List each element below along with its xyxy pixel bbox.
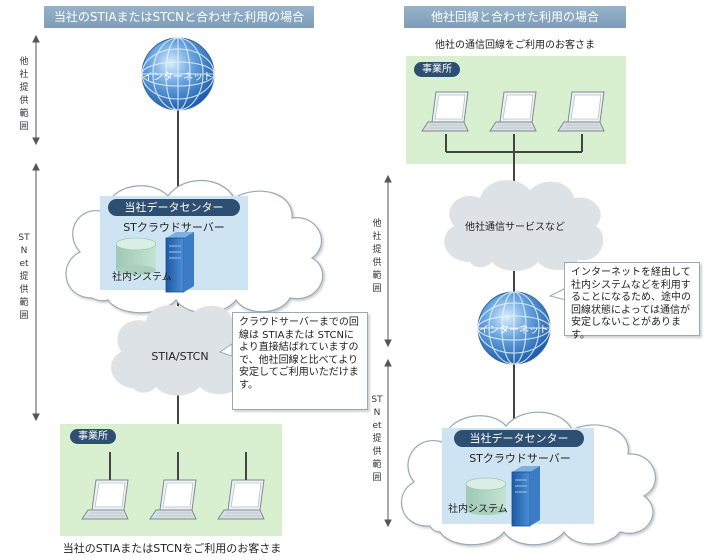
left-server — [165, 232, 194, 293]
left-datacenter-label: 当社データセンター — [108, 199, 240, 216]
left-caption: 当社のSTIAまたはSTCNをご利用のお客さま — [62, 542, 282, 555]
right-range-arrow-top — [384, 174, 392, 348]
right-server-label: STクラウドサーバー — [469, 452, 571, 465]
left-side-label-bottom: STNet提供範囲 — [18, 233, 30, 321]
right-side-label-bottom: STNet提供範囲 — [371, 395, 383, 483]
left-section-title: 当社のSTIAまたはSTCNと合わせた利用の場合 — [44, 6, 314, 28]
right-datacenter-label: 当社データセンター — [454, 430, 584, 447]
right-other-service-label: 他社通信サービスなど — [465, 222, 565, 233]
right-callout: インターネットを経由して社内システムなどを利用することになるため、途中の回線状態… — [564, 262, 700, 341]
right-server — [511, 466, 540, 527]
right-internet-label: インターネット — [479, 325, 549, 336]
right-side-label-top: 他社提供範囲 — [372, 219, 382, 294]
left-callout: クラウドサーバーまでの回線は STIAまたは STCNにより直接結ばれていますの… — [232, 312, 368, 410]
left-internet-label: インターネット — [143, 72, 213, 83]
left-range-arrow-bottom — [32, 162, 40, 422]
right-range-arrow-bottom — [384, 358, 392, 528]
left-database — [115, 237, 157, 275]
left-office-drops — [109, 452, 247, 480]
left-office-label: 事業所 — [70, 429, 116, 444]
right-section-title: 他社回線と合わせた利用の場合 — [404, 6, 626, 28]
right-office-label: 事業所 — [414, 62, 460, 77]
right-caption: 他社の通信回線をご利用のお客さま — [435, 40, 595, 51]
right-other-service-cloud — [444, 180, 604, 271]
right-system-label: 社内システム — [448, 504, 508, 515]
left-system-label: 社内システム — [112, 272, 172, 283]
left-range-arrow-top — [32, 34, 40, 146]
left-network-label: STIA/STCN — [151, 350, 209, 363]
right-database — [465, 477, 507, 515]
left-server-label: STクラウドサーバー — [123, 221, 225, 234]
right-connection-lines — [445, 134, 583, 420]
left-side-label-top: 他社提供範囲 — [19, 57, 29, 132]
